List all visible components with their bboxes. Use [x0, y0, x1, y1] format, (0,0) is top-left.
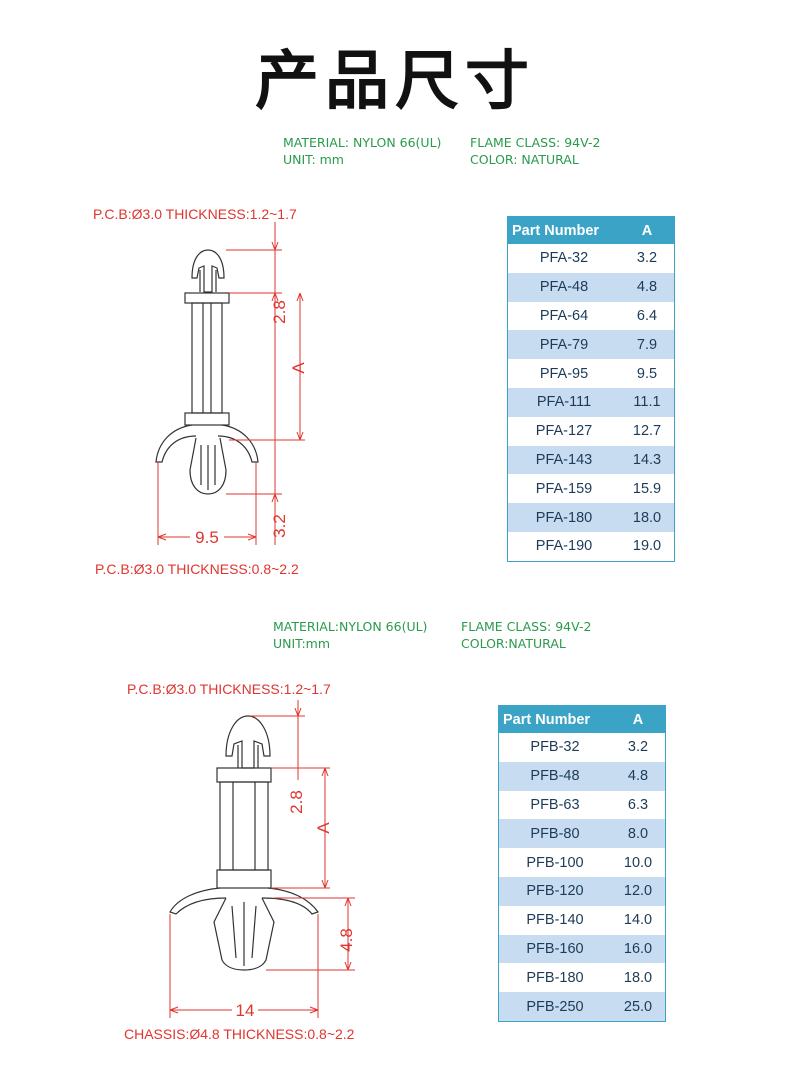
drawing-pfb — [169, 715, 319, 971]
table-row: PFA-143 14.3 — [508, 445, 674, 475]
chassis-note-2: CHASSIS:Ø4.8 THICKNESS:0.8~2.2 — [124, 1026, 355, 1042]
a-value-cell: 12.7 — [632, 423, 662, 440]
dim-a-pfa: A — [289, 362, 308, 374]
spec-color-2: COLOR:NATURAL — [461, 636, 566, 651]
part-number-cell: PFB-250 — [526, 998, 584, 1015]
pcb-note-top-2: P.C.B:Ø3.0 THICKNESS:1.2~1.7 — [127, 681, 331, 697]
table-row: PFA-48 4.8 — [508, 272, 674, 302]
table-row: PFB-32 3.2 — [499, 733, 665, 762]
table-row: PFB-100 10.0 — [499, 848, 665, 877]
table-row: PFB-250 25.0 — [499, 992, 665, 1021]
table-row: PFB-140 14.0 — [499, 906, 665, 935]
part-number-cell: PFB-32 — [530, 739, 580, 756]
pcb-note-bottom-1: P.C.B:Ø3.0 THICKNESS:0.8~2.2 — [95, 561, 299, 577]
part-number-cell: PFA-32 — [539, 250, 589, 267]
a-value-cell: 7.9 — [636, 336, 658, 353]
table-row: PFA-127 12.7 — [508, 417, 674, 446]
part-number-cell: PFA-127 — [535, 423, 593, 440]
a-value-cell: 3.2 — [636, 250, 658, 267]
part-number-cell: PFA-159 — [535, 480, 593, 497]
part-number-cell: PFB-48 — [530, 768, 580, 785]
a-value-cell: 19.0 — [632, 538, 662, 555]
a-value-cell: 18.0 — [632, 509, 662, 526]
part-number-cell: PFA-111 — [536, 394, 592, 411]
table-row: PFB-63 6.3 — [499, 791, 665, 820]
header-part-number: Part Number — [512, 222, 600, 239]
table-row: PFA-159 15.9 — [508, 474, 674, 503]
dim-tip-pfb: 4.8 — [337, 928, 356, 952]
table-row: PFA-79 7.9 — [508, 330, 674, 360]
spec-unit-1: UNIT: mm — [283, 152, 344, 167]
dim-width-pfa: 9.5 — [195, 528, 219, 547]
header-part-number: Part Number — [503, 711, 591, 728]
spec-flame-2: FLAME CLASS: 94V-2 — [461, 619, 592, 634]
part-number-cell: PFA-180 — [535, 509, 593, 526]
header-a: A — [632, 711, 644, 728]
a-value-cell: 6.3 — [627, 796, 649, 813]
drawing-pfa — [155, 249, 259, 495]
spec-unit-2: UNIT:mm — [273, 636, 331, 651]
table-row: PFA-32 3.2 — [508, 244, 674, 273]
a-value-cell: 14.0 — [623, 912, 653, 929]
spec-material-2: MATERIAL:NYLON 66(UL) — [273, 619, 428, 634]
a-value-cell: 18.0 — [623, 969, 653, 986]
part-number-cell: PFB-180 — [526, 969, 584, 986]
table-row: PFB-80 8.0 — [499, 819, 665, 849]
dim-tip-pfa: 3.2 — [270, 514, 289, 538]
dim-width-pfb: 14 — [236, 1001, 255, 1020]
part-number-cell: PFB-63 — [530, 796, 580, 813]
page-title: 产品尺寸 — [255, 45, 535, 119]
a-value-cell: 14.3 — [632, 451, 662, 468]
part-number-cell: PFA-48 — [539, 279, 589, 296]
a-value-cell: 10.0 — [623, 854, 653, 871]
header-a: A — [641, 222, 653, 239]
part-number-cell: PFA-190 — [535, 538, 593, 555]
dim-top-pfa: 2.8 — [270, 300, 289, 324]
a-value-cell: 9.5 — [636, 365, 658, 382]
part-number-cell: PFA-95 — [539, 365, 589, 382]
table-header: Part Number A — [499, 706, 665, 733]
a-value-cell: 11.1 — [633, 394, 661, 411]
dim-a-pfb: A — [314, 822, 333, 834]
pcb-note-top-1: P.C.B:Ø3.0 THICKNESS:1.2~1.7 — [93, 206, 297, 222]
part-number-cell: PFA-64 — [539, 307, 589, 324]
table-row: PFA-180 18.0 — [508, 503, 674, 532]
a-value-cell: 6.4 — [636, 307, 658, 324]
part-number-cell: PFB-100 — [526, 854, 584, 871]
spec-color-1: COLOR: NATURAL — [470, 152, 579, 167]
table-header: Part Number A — [508, 217, 674, 244]
table-row: PFA-111 11.1 — [508, 387, 674, 417]
table-row: PFB-48 4.8 — [499, 761, 665, 791]
table-row: PFA-95 9.5 — [508, 359, 674, 388]
part-number-cell: PFB-160 — [526, 940, 584, 957]
a-value-cell: 25.0 — [623, 998, 653, 1015]
a-value-cell: 3.2 — [627, 739, 649, 756]
table-row: PFB-180 18.0 — [499, 963, 665, 992]
part-number-cell: PFA-79 — [539, 336, 589, 353]
spec-flame-1: FLAME CLASS: 94V-2 — [470, 135, 601, 150]
table-row: PFA-64 6.4 — [508, 302, 674, 331]
part-number-cell: PFB-140 — [526, 912, 584, 929]
a-value-cell: 15.9 — [632, 480, 662, 497]
dim-top-pfb: 2.8 — [287, 790, 306, 814]
dimension-lines-pfa — [157, 222, 305, 545]
table-row: PFA-190 19.0 — [508, 532, 674, 561]
part-number-cell: PFB-80 — [530, 825, 580, 842]
a-value-cell: 8.0 — [627, 825, 649, 842]
spec-material-1: MATERIAL: NYLON 66(UL) — [283, 135, 442, 150]
table-row: PFB-160 16.0 — [499, 934, 665, 964]
part-number-cell: PFA-143 — [535, 451, 593, 468]
a-value-cell: 12.0 — [623, 883, 653, 900]
a-value-cell: 4.8 — [636, 279, 658, 296]
part-number-cell: PFB-120 — [526, 883, 584, 900]
table-row: PFB-120 12.0 — [499, 876, 665, 906]
a-value-cell: 4.8 — [627, 768, 649, 785]
a-value-cell: 16.0 — [623, 940, 653, 957]
